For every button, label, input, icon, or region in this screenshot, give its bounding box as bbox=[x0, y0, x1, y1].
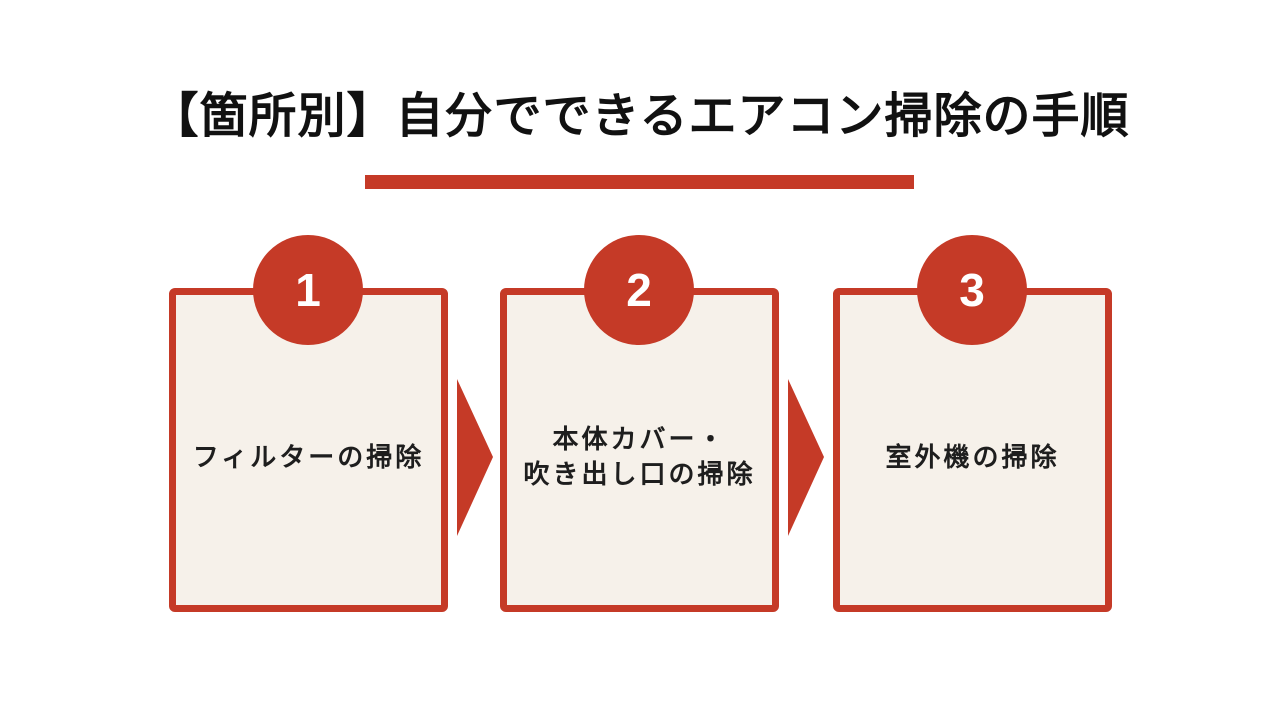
step-2-number-badge: 2 bbox=[584, 235, 694, 345]
step-2-number: 2 bbox=[626, 264, 652, 316]
title-underline-bar bbox=[365, 175, 914, 189]
step-1-number: 1 bbox=[295, 264, 321, 316]
step-2-label: 本体カバー・ 吹き出し口の掃除 bbox=[523, 408, 755, 492]
step-1-label: フィルターの掃除 bbox=[193, 426, 424, 475]
step-3-label: 室外機の掃除 bbox=[885, 426, 1059, 475]
step-2-label-line-1: 本体カバー・ bbox=[552, 424, 727, 454]
step-3-number: 3 bbox=[959, 264, 985, 316]
step-2-label-line-2: 吹き出し口の掃除 bbox=[523, 459, 756, 489]
step-1-label-line-1: フィルターの掃除 bbox=[192, 441, 425, 472]
step-1-number-badge: 1 bbox=[253, 235, 363, 345]
step-3-number-badge: 3 bbox=[917, 235, 1027, 345]
step-3-label-line-1: 室外機の掃除 bbox=[885, 441, 1060, 472]
arrow-right-icon-2 bbox=[788, 379, 824, 536]
page-title: 【箇所別】自分でできるエアコン掃除の手順 bbox=[150, 90, 1130, 143]
arrow-right-icon-1 bbox=[457, 379, 493, 536]
